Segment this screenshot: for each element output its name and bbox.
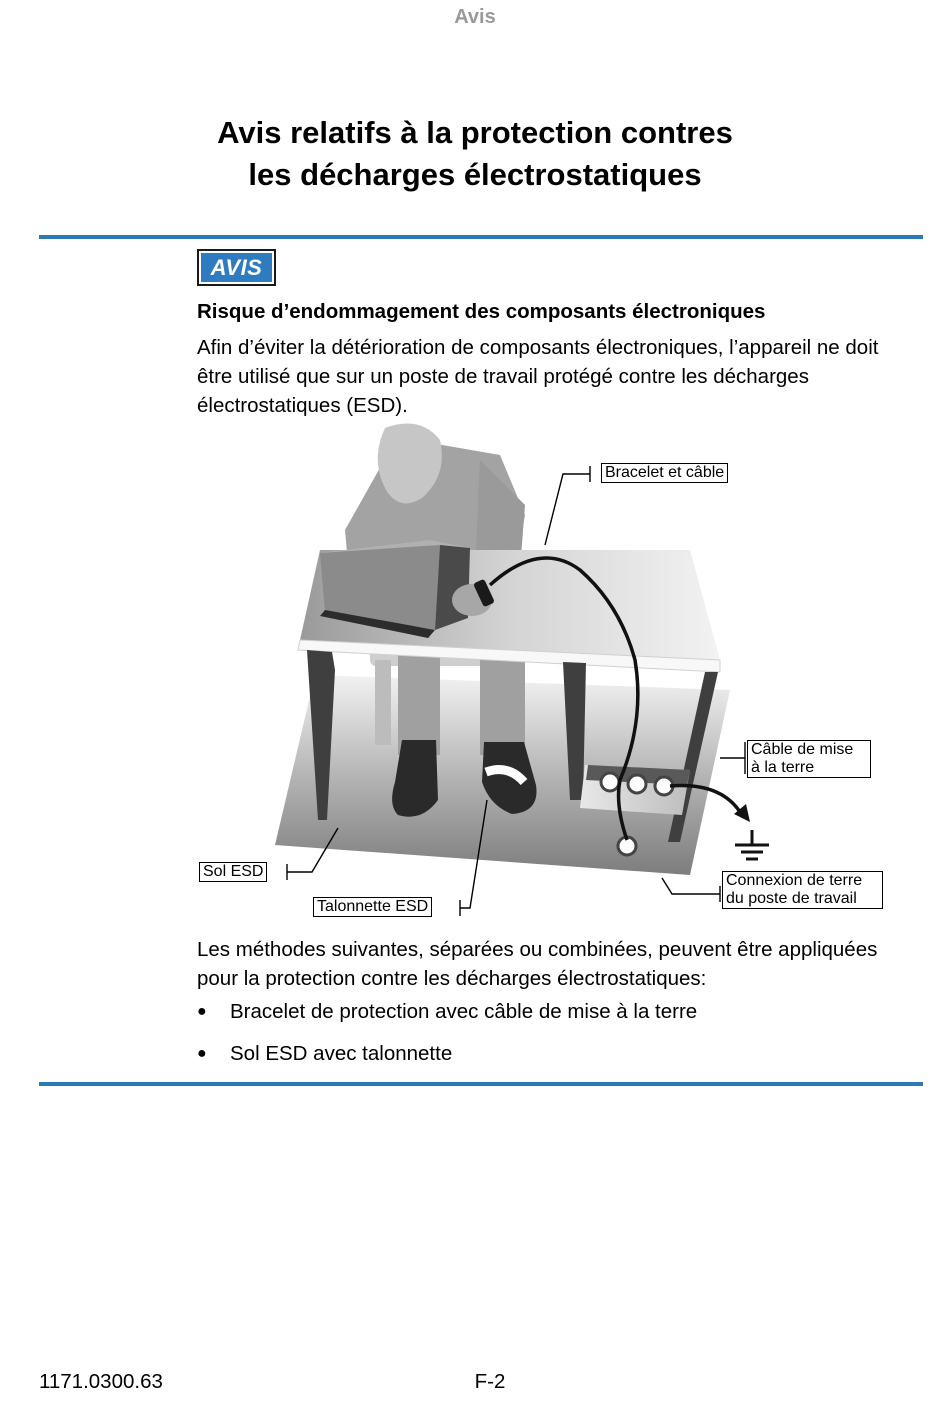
methods-intro: Les méthodes suivantes, séparées ou comb… bbox=[197, 938, 878, 990]
ground-cable-arrow bbox=[734, 804, 750, 822]
bullet-icon: ● bbox=[197, 1045, 207, 1062]
list-item-text: Bracelet de protection avec câble de mis… bbox=[230, 1000, 698, 1023]
desk-leg-front-right bbox=[563, 662, 586, 800]
list-item-text: Sol ESD avec talonnette bbox=[230, 1042, 453, 1065]
heel-strap bbox=[484, 765, 528, 786]
callout-heel-strap: Talonnette ESD bbox=[313, 897, 433, 917]
page-title: Avis relatifs à la protection contres le… bbox=[0, 112, 950, 196]
running-head: Avis bbox=[454, 6, 496, 28]
methods-list: ● Bracelet de protection avec câble de m… bbox=[197, 997, 917, 1081]
wrist-cable bbox=[488, 556, 640, 841]
device-box-front-face bbox=[320, 545, 440, 630]
notice-badge-label: AVIS bbox=[201, 253, 272, 282]
page-title-line-2: les décharges électrostatiques bbox=[248, 157, 702, 192]
callout-esd-floor: Sol ESD bbox=[199, 862, 268, 882]
esd-workstation-illustration: Bracelet et câble Câble de mise à la ter… bbox=[190, 420, 900, 930]
notice-body: Afin d’éviter la détérioration de compos… bbox=[197, 336, 879, 417]
callout-ground-cable-line-2: à la terre bbox=[751, 759, 815, 776]
person-head bbox=[377, 423, 442, 504]
chair-leg bbox=[375, 660, 391, 745]
callout-ground-connection-line-2: du poste de travail bbox=[726, 890, 857, 907]
person-leg-right bbox=[480, 645, 525, 755]
ground-cable bbox=[669, 783, 742, 813]
desk-front-edge bbox=[297, 639, 721, 673]
list-item: ● Sol ESD avec talonnette bbox=[197, 1039, 917, 1068]
page-title-line-1: Avis relatifs à la protection contres bbox=[217, 115, 733, 150]
bullet-icon: ● bbox=[197, 1003, 207, 1020]
callout-leaders bbox=[286, 466, 746, 916]
person-shoe-right bbox=[482, 742, 537, 814]
notice-badge: AVIS bbox=[197, 249, 276, 286]
wrist-strap bbox=[474, 579, 494, 607]
earth-ground-icon bbox=[735, 830, 769, 861]
ground-socket-1 bbox=[599, 771, 621, 793]
page-number: F-2 bbox=[474, 1370, 506, 1393]
callout-wrist-strap: Bracelet et câble bbox=[601, 463, 729, 483]
document-number: 1171.0300.63 bbox=[39, 1370, 163, 1393]
esd-workstation-drawing bbox=[275, 423, 769, 916]
callout-ground-connection-line-1: Connexion de terre bbox=[726, 872, 863, 889]
person-shoe-left bbox=[392, 740, 438, 817]
ground-socket-2 bbox=[626, 773, 648, 795]
list-item: ● Bracelet de protection avec câble de m… bbox=[197, 997, 917, 1026]
callout-ground-cable: Câble de mise à la terre bbox=[747, 740, 871, 778]
desk-leg-front-left bbox=[307, 650, 335, 820]
notice-heading: Risque d’endommagement des composants él… bbox=[197, 300, 766, 323]
callout-ground-connection: Connexion de terre du poste de travail bbox=[722, 871, 883, 909]
person-leg-left bbox=[398, 645, 440, 755]
bottom-divider bbox=[39, 1082, 923, 1086]
device-box-base bbox=[320, 610, 435, 638]
top-divider bbox=[39, 235, 923, 239]
callout-ground-cable-line-1: Câble de mise bbox=[751, 741, 854, 758]
